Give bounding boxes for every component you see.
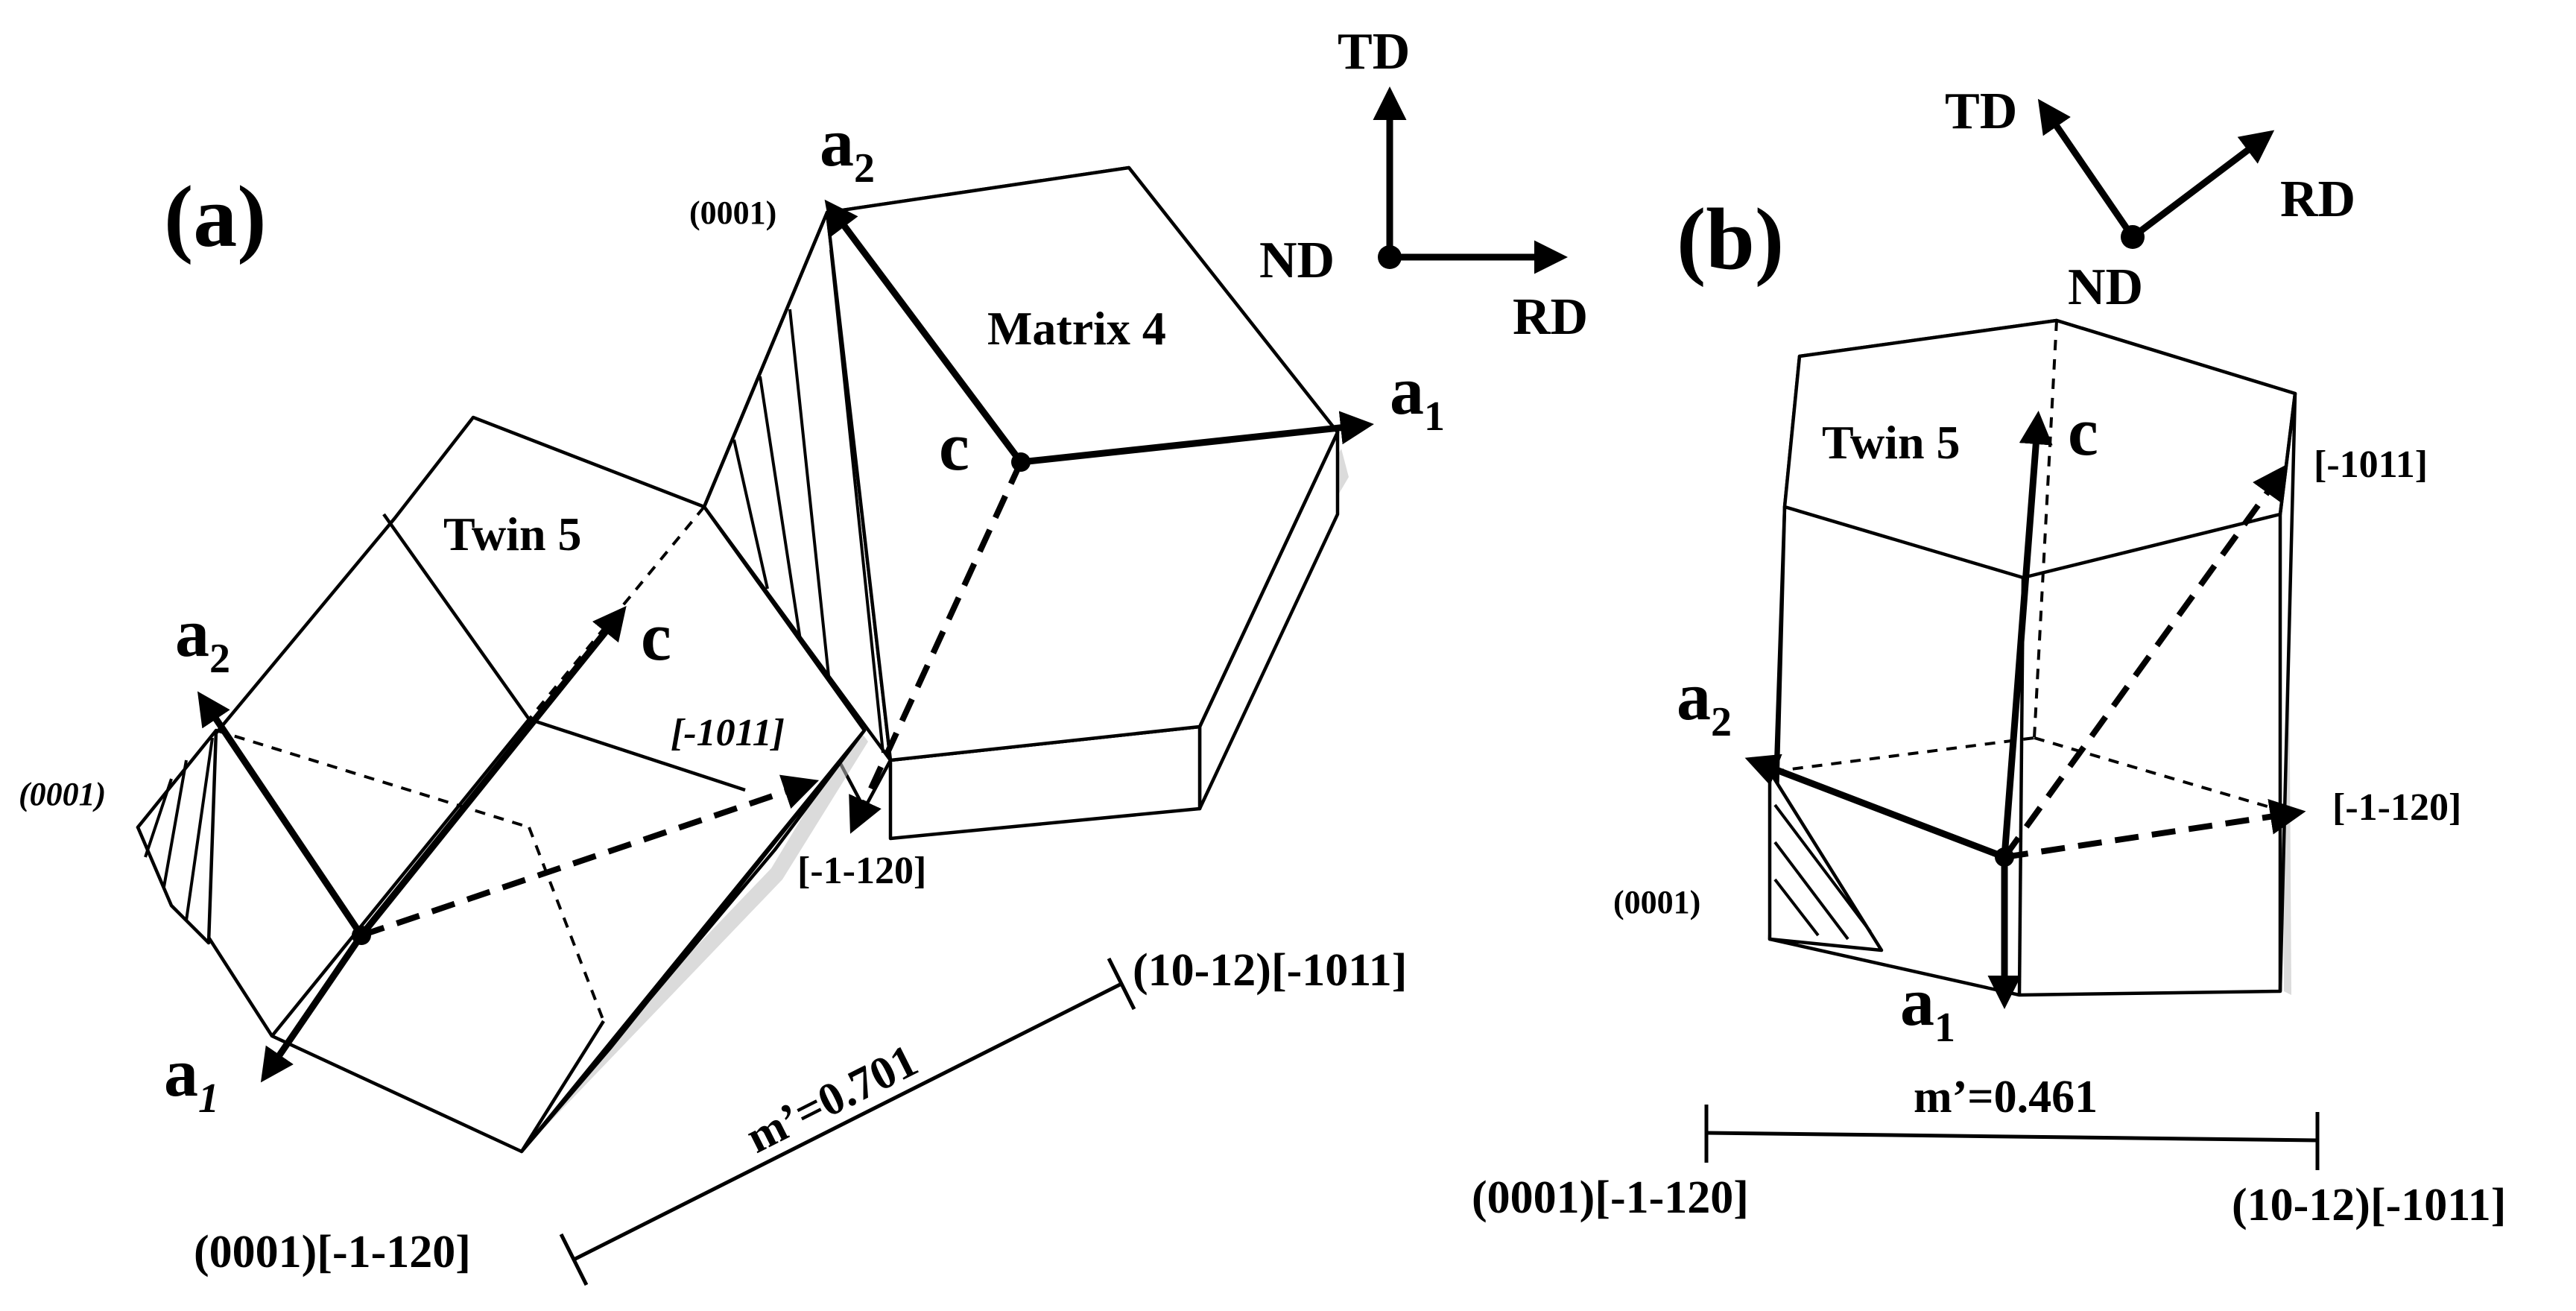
rd-arrow-b: [2130, 130, 2275, 240]
twin-b-a1-label: a1: [1900, 964, 1955, 1051]
twin-a-a2-label: a2: [175, 595, 230, 682]
m-prime-line-a: [572, 982, 1123, 1262]
matrix-dir1-vector: [849, 461, 1024, 834]
twin-b-origin-dot: [1995, 847, 2014, 867]
twin-b-a2-label: a2: [1677, 658, 1732, 745]
frame-b: TD RD ND: [1945, 83, 2355, 316]
twin-a-c-vector: [358, 605, 627, 938]
td-label-a: TD: [1338, 23, 1410, 80]
m-prime-line-b: [1706, 1131, 2318, 1143]
twin-a-title: Twin 5: [443, 508, 582, 560]
m-prime-left-label-b: (0001)[-1-120]: [1472, 1172, 1749, 1223]
matrix-c-label: c: [939, 408, 969, 484]
matrix-title: Matrix 4: [987, 302, 1166, 355]
twin-a-body: [136, 415, 867, 1154]
twin-a-a1-vector: [260, 933, 364, 1083]
twin-b-dir2-vector: [2004, 799, 2306, 860]
twin-b-hidden-3: [2034, 736, 2288, 814]
td-arrow-b: [2037, 98, 2136, 239]
m-prime-tick-left-a: [559, 1233, 589, 1286]
nd-label-a: ND: [1259, 232, 1335, 289]
twin-b-c-label: c: [2068, 394, 2098, 470]
twin-a-dir1-label: [-1011]: [671, 712, 785, 754]
matrix-c-dot: [1011, 452, 1031, 472]
td-label-b: TD: [1945, 83, 2017, 140]
nd-dot-b: [2121, 225, 2145, 249]
matrix-a1-vector: [1020, 411, 1374, 466]
matrix-a1-label: a1: [1390, 353, 1445, 440]
m-prime-left-label-a: (0001)[-1-120]: [194, 1227, 471, 1277]
twin-a-basal-face: [136, 728, 218, 945]
m-prime-value-a: m’=0.701: [738, 1035, 925, 1163]
twin-b-dir1-label: [-1011]: [2314, 443, 2428, 486]
panel-b-label: (b): [1677, 190, 1784, 288]
m-prime-right-label-a: (10-12)[-1011]: [1133, 945, 1407, 996]
matrix-dir1-label: [-1-120]: [797, 850, 926, 892]
nd-label-b: ND: [2068, 259, 2143, 316]
twin-b-a2-vector: [1744, 754, 2006, 861]
twin-a-hidden-1: [215, 729, 530, 829]
twin-a-plane-label: (0001): [19, 776, 106, 812]
twin-b-basal-face: [1768, 769, 1884, 953]
twin-a-origin-dot: [352, 926, 371, 945]
frame-a: TD RD ND: [1259, 23, 1588, 346]
matrix-plane-label: (0001): [689, 195, 776, 231]
twin-a-a2-vector: [197, 691, 364, 938]
nd-dot-a: [1378, 245, 1402, 269]
m-prime-bar-b: m’=0.461 (0001)[-1-120] (10-12)[-1011]: [1472, 1072, 2506, 1231]
twin-b-hidden-2: [1773, 736, 2035, 773]
twin-a-edge-2: [528, 717, 746, 792]
m-prime-tick-right-a: [1107, 957, 1136, 1011]
twin-b-plane-label: (0001): [1613, 884, 1700, 920]
m-prime-right-label-b: (10-12)[-1011]: [2232, 1180, 2506, 1231]
twin-b-title: Twin 5: [1822, 416, 1961, 469]
twin-b-dir2-label: [-1-120]: [2332, 786, 2461, 829]
twin-a-a1-label: a1: [164, 1034, 219, 1122]
twin-b-dir1-vector: [2001, 464, 2288, 859]
rd-label-b: RD: [2280, 171, 2355, 228]
panel-b: (b) TD RD ND: [1472, 83, 2506, 1231]
twin-b-c-vector: [2001, 411, 2053, 858]
twin-a-dir1-vector: [360, 774, 820, 938]
twin-5-crystal-a: Twin 5 (0001) a2 a1 c [-1011]: [19, 415, 868, 1154]
panel-a-label: (a): [164, 168, 267, 265]
matrix-a2-label: a2: [820, 104, 875, 192]
matrix-a2-vector: [824, 199, 1024, 464]
twin-a-c-label: c: [641, 598, 671, 675]
panel-a: (a) TD RD ND: [19, 23, 1588, 1286]
twin-a-hidden-2: [528, 827, 605, 1022]
twin-a-edge-3: [270, 718, 531, 1037]
m-prime-value-b: m’=0.461: [1914, 1072, 2098, 1122]
twin-a-edge-4: [520, 1020, 605, 1153]
rd-label-a: RD: [1513, 288, 1588, 346]
twin-5-crystal-b: Twin 5 (0001) a2 a1 c [-1011] [-1-120]: [1613, 318, 2461, 1051]
twin-a-edge-1: [382, 513, 531, 721]
